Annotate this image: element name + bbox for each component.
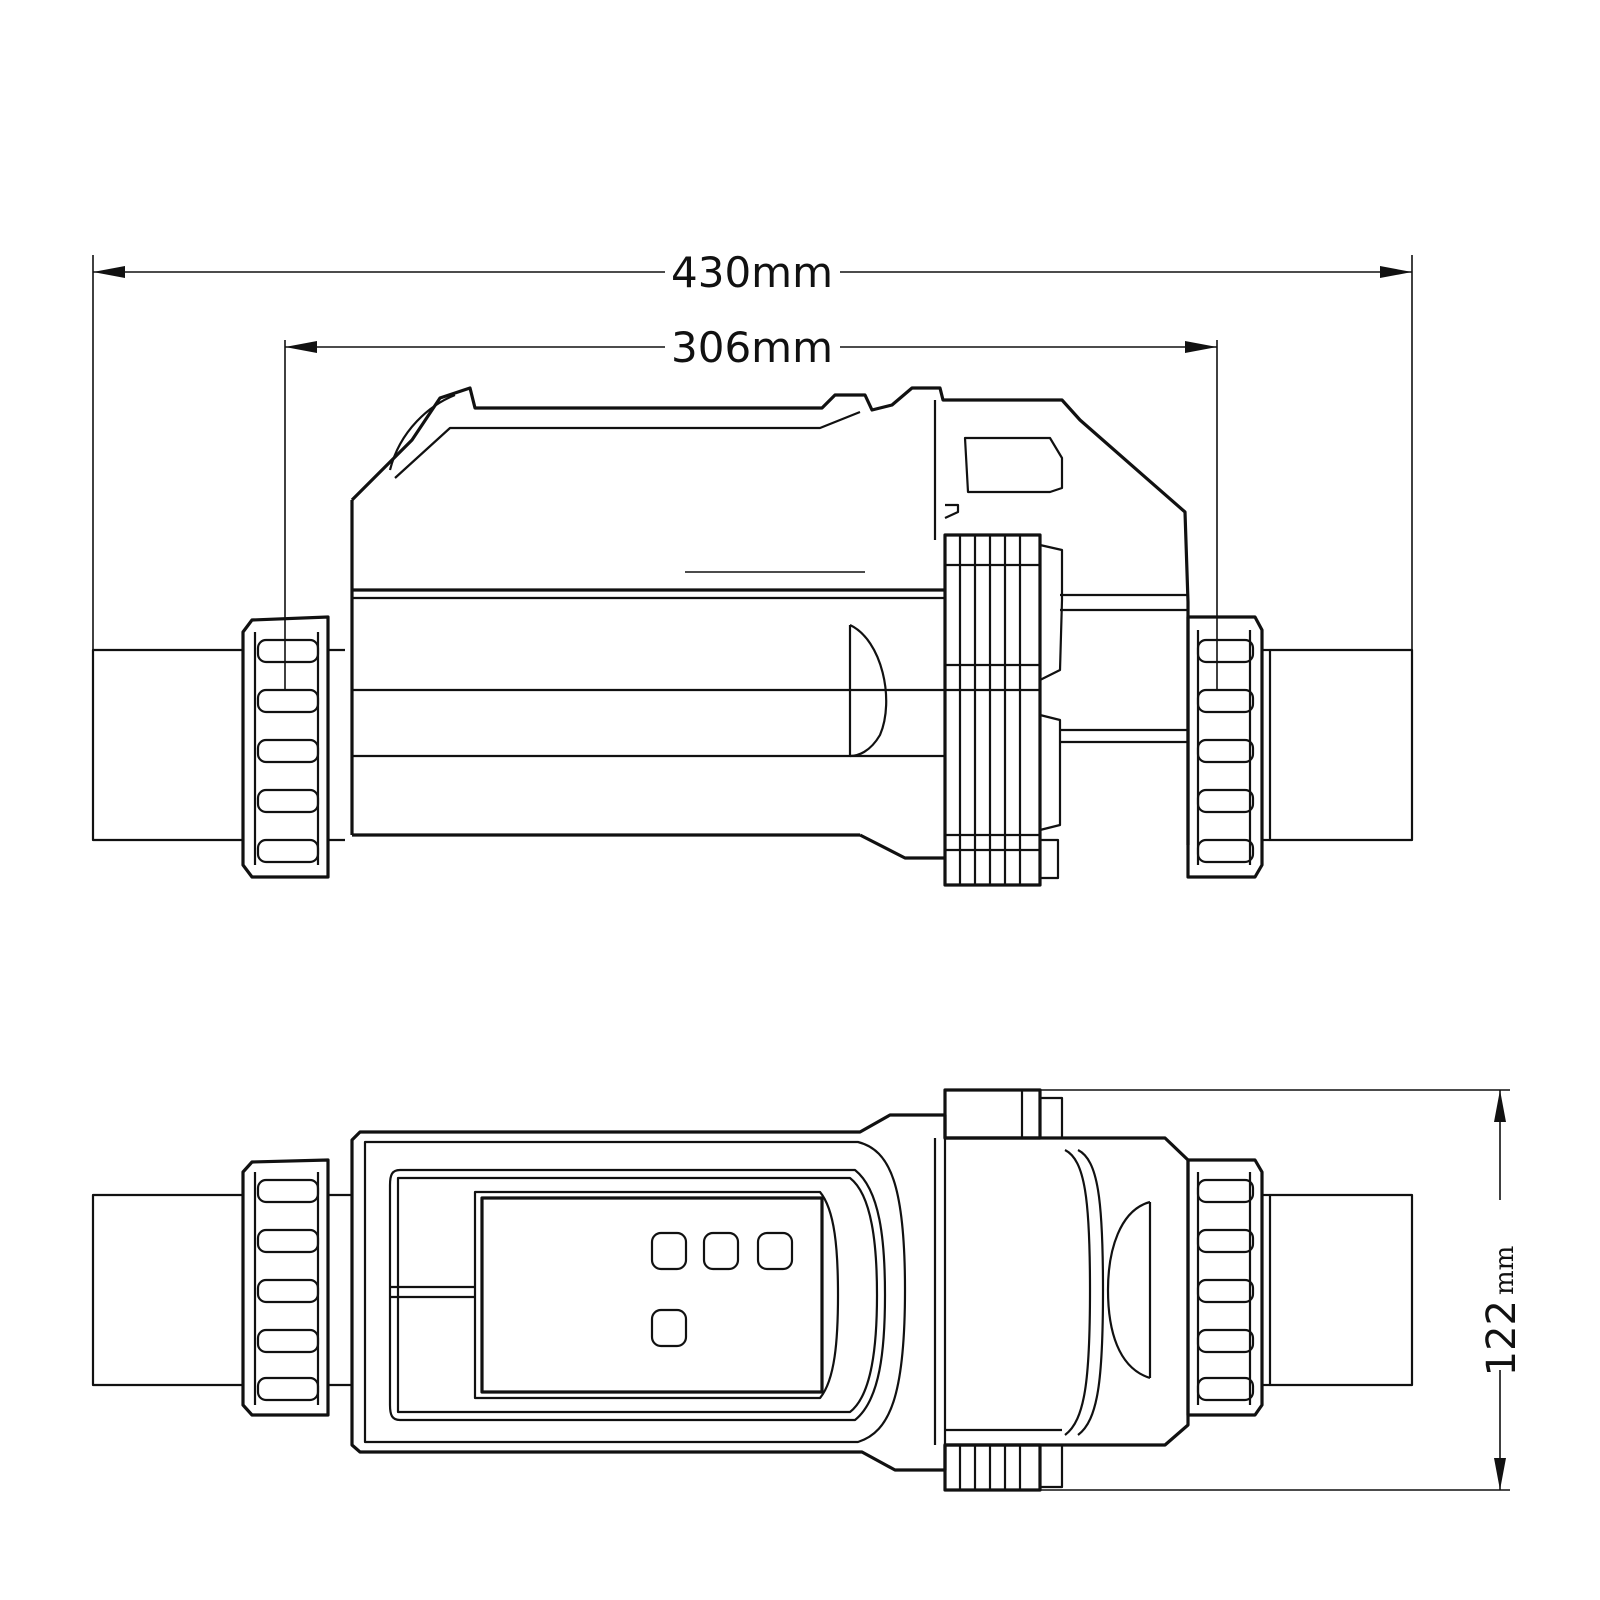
dimension-body-length: 306mm <box>284 323 1218 690</box>
button-2[interactable] <box>702 1231 740 1271</box>
pipe-left-top <box>91 1193 245 1387</box>
dimension-height: 122 mm <box>945 1089 1525 1491</box>
button-4[interactable] <box>650 1308 688 1348</box>
dimension-overall-length: 430mm <box>92 248 1413 650</box>
main-body-side <box>350 386 1190 860</box>
dim-label-430: 430mm <box>671 248 833 297</box>
pipe-right-top <box>1268 1193 1414 1387</box>
union-nut-right-top <box>1186 1158 1270 1417</box>
union-nut-left <box>241 615 345 879</box>
top-view: 122 mm <box>91 1088 1525 1492</box>
side-view: 430mm 306mm <box>91 248 1414 887</box>
pipe-right <box>1268 648 1414 842</box>
button-3[interactable] <box>756 1231 794 1271</box>
main-body-top <box>350 1088 1190 1492</box>
dim-label-306: 306mm <box>671 323 833 372</box>
pipe-left <box>91 648 245 842</box>
button-1[interactable] <box>650 1231 688 1271</box>
dim-label-122: 122 <box>1479 1300 1525 1376</box>
union-nut-right <box>1186 615 1270 879</box>
dim-label-122-unit: mm <box>1490 1246 1520 1295</box>
cell-nut-side <box>943 533 1064 887</box>
union-nut-left-top <box>241 1158 352 1417</box>
